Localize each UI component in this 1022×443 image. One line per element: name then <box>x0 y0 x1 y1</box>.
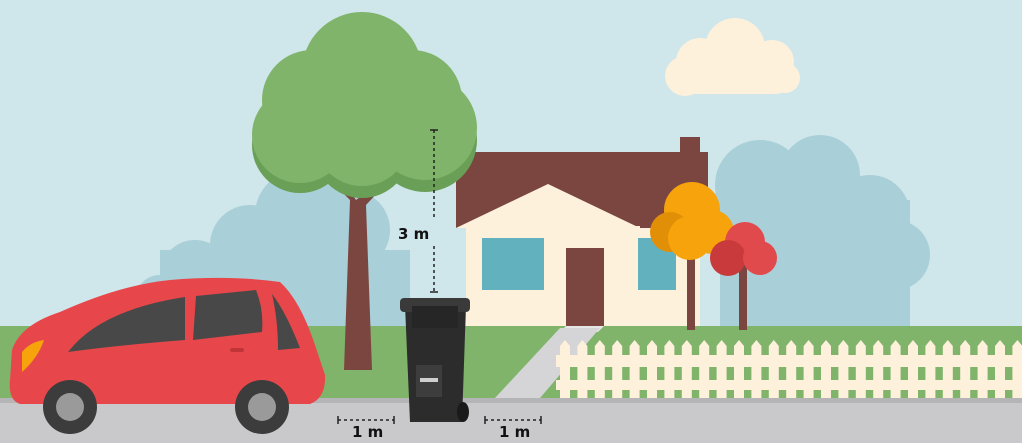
fence-picket <box>960 340 970 398</box>
fence-picket <box>821 340 831 398</box>
fence-picket <box>838 340 848 398</box>
fence-picket <box>873 340 883 398</box>
cart-label <box>420 378 438 382</box>
fence-picket <box>630 340 640 398</box>
height-clearance-label: 3 m <box>398 225 429 243</box>
fence-picket <box>682 340 692 398</box>
fence-picket <box>891 340 901 398</box>
house-window-left <box>482 238 544 290</box>
fence-picket <box>664 340 674 398</box>
car-window-middle <box>193 290 262 340</box>
fence-picket <box>751 340 761 398</box>
fence-picket <box>925 340 935 398</box>
right-clearance-label: 1 m <box>499 423 530 441</box>
fence-picket <box>943 340 953 398</box>
fence-picket <box>908 340 918 398</box>
fence-picket <box>699 340 709 398</box>
cart-wheel <box>457 402 469 422</box>
house-door <box>566 248 604 326</box>
fence-picket <box>769 340 779 398</box>
fence-picket <box>560 340 570 398</box>
fence-picket <box>595 340 605 398</box>
fence-picket <box>786 340 796 398</box>
left-clearance-label: 1 m <box>352 423 383 441</box>
fence-picket <box>647 340 657 398</box>
fence-picket <box>612 340 622 398</box>
fence-picket <box>717 340 727 398</box>
fence-picket <box>577 340 587 398</box>
fence-picket <box>804 340 814 398</box>
garbage-cart <box>400 298 470 422</box>
fence-picket <box>995 340 1005 398</box>
fence-picket <box>856 340 866 398</box>
fence-picket <box>1012 340 1022 398</box>
fence-picket <box>734 340 744 398</box>
fence-picket <box>978 340 988 398</box>
